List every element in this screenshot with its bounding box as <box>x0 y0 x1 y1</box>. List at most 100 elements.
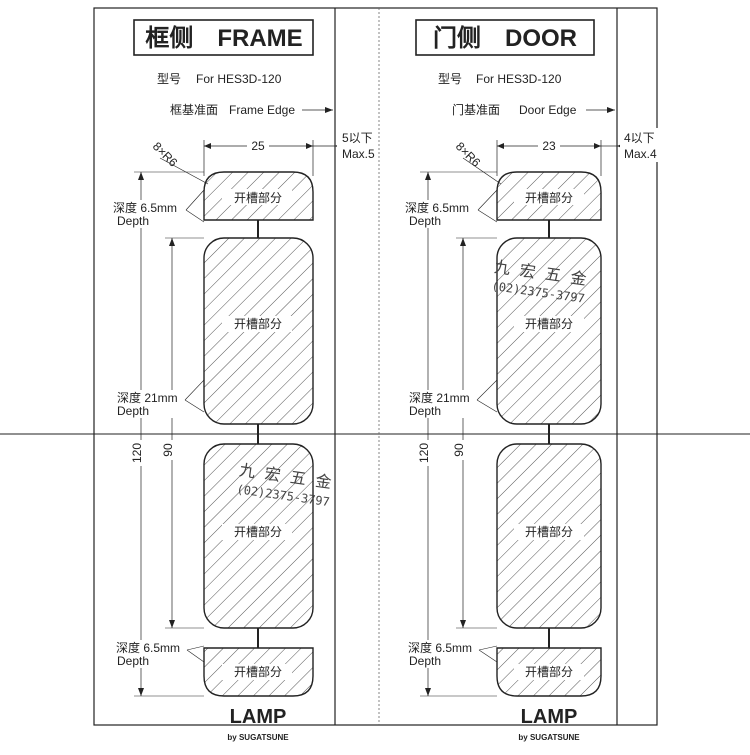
door-dim120-arrow-b <box>425 688 431 696</box>
frame-depth1-bg <box>110 200 186 228</box>
frame-depth-bot-cn: 深度 6.5mm <box>116 640 180 655</box>
frame-depth3-leader-b <box>186 649 205 663</box>
frame-width-bg <box>247 138 269 152</box>
frame-panel: 框侧 FRAME 型号 For HES3D-120 框基准面 Frame Edg… <box>110 19 377 742</box>
door-depth3-leader-a <box>478 645 498 651</box>
door-edge-arrow <box>607 107 615 113</box>
door-max-cn: 4以下 <box>624 131 655 145</box>
door-dim-outer: 120 <box>417 443 431 463</box>
frame-title-box <box>133 19 314 56</box>
sheet-border <box>93 7 658 726</box>
frame-max-en: Max.5 <box>342 147 375 161</box>
door-dim90-arrow-b <box>460 620 466 628</box>
door-depth-bot-cn: 深度 6.5mm <box>408 640 472 655</box>
frame-dim120-bg <box>133 440 149 466</box>
door-radius-label: 8×R6 <box>453 139 484 170</box>
door-depth2-bg <box>407 390 477 418</box>
frame-radius-label: 8×R6 <box>150 139 181 170</box>
frame-edge-arrow <box>325 107 333 113</box>
door-depth-top-cn: 深度 6.5mm <box>405 200 469 215</box>
frame-radius-leader <box>159 157 209 185</box>
door-dim-inner: 90 <box>452 443 466 457</box>
frame-pocket-top-label: 开槽部分 <box>234 190 282 205</box>
door-depth-mid-en: Depth <box>409 404 441 418</box>
frame-width-arrow-l <box>204 143 211 149</box>
door-dim90-bg <box>455 440 471 460</box>
door-max-bg <box>620 128 658 162</box>
frame-width-arrow-r <box>306 143 313 149</box>
door-title-box <box>415 19 595 56</box>
door-body-lower-label: 开槽部分 <box>525 524 573 539</box>
frame-max-bg <box>337 128 377 162</box>
frame-edge-label: 框基准面 <box>170 103 218 117</box>
frame-dim90-bg <box>164 440 180 460</box>
frame-body-upper-bg <box>222 316 292 332</box>
door-radius-leader <box>462 157 502 185</box>
frame-depth-mid-en: Depth <box>117 404 149 418</box>
frame-dim120-arrow-t <box>138 172 144 180</box>
frame-body-lower-label: 开槽部分 <box>234 524 282 539</box>
door-max-en: Max.4 <box>624 147 657 161</box>
door-depth2-leader-a <box>476 379 498 401</box>
frame-dim120-arrow-b <box>138 688 144 696</box>
door-panel: 门侧 DOOR 型号 For HES3D-120 门基准面 Door Edge … <box>402 19 658 742</box>
door-dim120-bg <box>420 440 436 466</box>
door-depth-bot-en: Depth <box>409 654 441 668</box>
frame-dim90-arrow-b <box>169 620 175 628</box>
door-model-value: For HES3D-120 <box>476 72 562 86</box>
frame-depth3-bg <box>113 640 187 668</box>
door-logo: LAMP <box>521 706 578 728</box>
frame-depth-bot-en: Depth <box>117 654 149 668</box>
frame-model-label: 型号 <box>157 72 181 86</box>
door-body-upper-label: 开槽部分 <box>525 316 573 331</box>
door-dim120-arrow-t <box>425 172 431 180</box>
door-logo-sub: by SUGATSUNE <box>518 733 580 742</box>
frame-body-upper-label: 开槽部分 <box>234 316 282 331</box>
door-depth2-leader-b <box>476 399 498 413</box>
frame-title: 框侧 FRAME <box>145 24 302 52</box>
frame-depth-mid-cn: 深度 21mm <box>117 390 178 405</box>
door-pocket-bottom-bg <box>514 664 584 680</box>
door-width-bg <box>538 138 560 152</box>
frame-logo: LAMP <box>230 706 287 728</box>
frame-depth2-leader-b <box>184 399 205 413</box>
frame-dim-outer: 120 <box>130 443 144 463</box>
door-body-upper-bg <box>514 316 584 332</box>
door-body-lower-bg <box>514 524 584 540</box>
frame-depth2-leader-a <box>184 379 205 401</box>
door-depth1-leader-a <box>477 189 498 211</box>
frame-width-dim: 25 <box>251 139 265 153</box>
frame-depth-top-en: Depth <box>117 214 149 228</box>
door-depth1-bg <box>402 200 478 228</box>
door-depth-mid-cn: 深度 21mm <box>409 390 470 405</box>
door-dim90-arrow-t <box>460 238 466 246</box>
frame-depth2-bg <box>115 390 185 418</box>
door-model-label: 型号 <box>438 72 462 86</box>
frame-body-lower-bg <box>222 524 292 540</box>
frame-model-value: For HES3D-120 <box>196 72 282 86</box>
frame-pocket-bottom-label: 开槽部分 <box>234 664 282 679</box>
frame-pocket-bottom-bg <box>222 664 292 680</box>
door-pocket-top-bg <box>514 189 584 205</box>
door-pocket-bottom-label: 开槽部分 <box>525 664 573 679</box>
door-depth3-leader-b <box>478 649 498 663</box>
door-width-arrow-r <box>594 143 601 149</box>
frame-pocket-top-bg <box>222 189 292 205</box>
door-pocket-top-label: 开槽部分 <box>525 190 573 205</box>
door-width-dim: 23 <box>542 139 556 153</box>
door-depth-top-en: Depth <box>409 214 441 228</box>
frame-depth3-leader-a <box>186 645 205 651</box>
frame-dim-inner: 90 <box>161 443 175 457</box>
door-edge-label: 门基准面 <box>452 102 500 117</box>
frame-depth-top-cn: 深度 6.5mm <box>113 200 177 215</box>
frame-depth1-leader-a <box>185 189 205 211</box>
frame-logo-sub: by SUGATSUNE <box>227 733 289 742</box>
door-depth1-leader-b <box>477 209 498 223</box>
frame-max-cn: 5以下 <box>342 131 373 145</box>
frame-edge-value: Frame Edge <box>229 103 295 117</box>
frame-depth1-leader-b <box>185 209 205 223</box>
door-title: 门侧 DOOR <box>433 24 577 52</box>
door-depth3-bg <box>405 640 479 668</box>
